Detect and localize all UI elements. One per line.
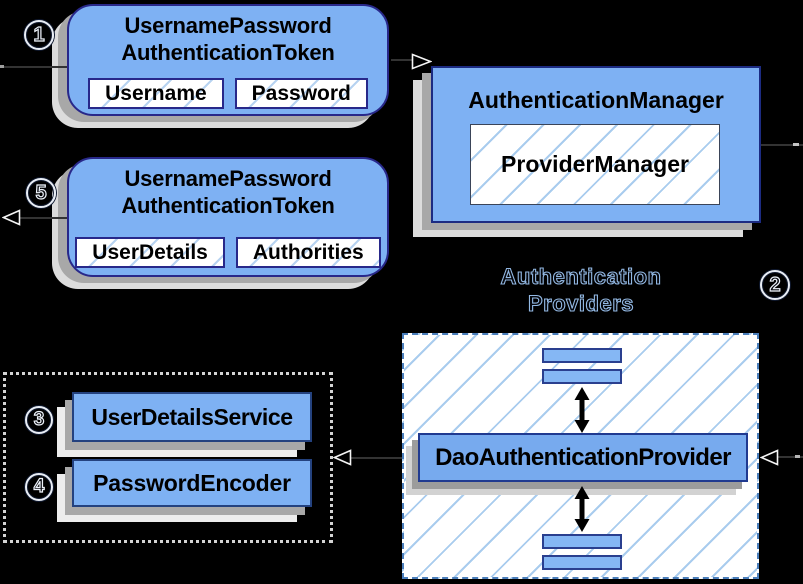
authenticated-token-title: UsernamePassword AuthenticationToken	[69, 159, 387, 219]
authentication-manager-box: AuthenticationManager ProviderManager	[431, 66, 761, 223]
authenticated-token-box: UsernamePassword AuthenticationToken Use…	[67, 157, 389, 277]
connector-token-to-manager	[391, 59, 412, 61]
request-token-title-line2: AuthenticationToken	[121, 40, 335, 65]
authenticated-token-fields: UserDetails Authorities	[69, 237, 387, 268]
connector-token-to-left-edge	[19, 217, 67, 219]
authentication-providers-label-line2: Providers	[527, 290, 634, 316]
connector-edge-tick	[795, 455, 800, 458]
authorities-field-box: Authorities	[235, 237, 381, 268]
request-token-title: UsernamePassword AuthenticationToken	[69, 6, 387, 66]
other-provider-bar	[542, 555, 622, 570]
provider-manager-box: ProviderManager	[470, 124, 720, 205]
request-token-fields: Username Password	[69, 78, 387, 109]
password-field-box: Password	[234, 78, 368, 109]
authenticated-token-title-line1: UsernamePassword	[124, 166, 332, 191]
other-provider-bar	[542, 369, 622, 384]
open-arrowhead-left-icon	[333, 449, 352, 466]
step-badge-5: 5	[26, 178, 56, 208]
step-badge-2: 2	[760, 270, 790, 300]
username-field-box: Username	[88, 78, 224, 109]
connector-edge-tick	[0, 65, 4, 68]
other-provider-bar	[542, 348, 622, 363]
connector-manager-to-right-edge	[761, 144, 803, 146]
double-arrow-vertical-icon	[574, 387, 590, 433]
authentication-providers-label: Authentication Providers	[402, 263, 760, 317]
connector-edge-tick	[793, 143, 799, 146]
dao-authentication-provider-box: DaoAuthenticationProvider	[418, 433, 748, 482]
password-encoder-box: PasswordEncoder	[72, 459, 312, 507]
request-token-box: UsernamePassword AuthenticationToken Use…	[67, 4, 389, 116]
authentication-manager-title: AuthenticationManager	[468, 87, 724, 113]
connector-dao-to-right-edge	[778, 456, 803, 458]
step-badge-4: 4	[25, 473, 53, 501]
infrastructure-container	[3, 372, 333, 543]
step-badge-1: 1	[24, 20, 54, 50]
connector-dao-to-infrastructure	[351, 457, 402, 459]
other-provider-bar	[542, 534, 622, 549]
request-token-title-line1: UsernamePassword	[124, 13, 332, 38]
userdetails-field-box: UserDetails	[75, 237, 225, 268]
user-details-service-box: UserDetailsService	[72, 392, 312, 442]
open-arrowhead-left-icon	[2, 209, 21, 226]
open-arrowhead-right-icon	[411, 53, 432, 70]
connector-left-to-request-token	[0, 66, 67, 68]
step-badge-3: 3	[25, 406, 53, 434]
authentication-providers-label-line1: Authentication	[500, 263, 662, 289]
open-arrowhead-left-icon	[760, 449, 779, 466]
authenticated-token-title-line2: AuthenticationToken	[121, 193, 335, 218]
double-arrow-vertical-icon	[574, 486, 590, 532]
